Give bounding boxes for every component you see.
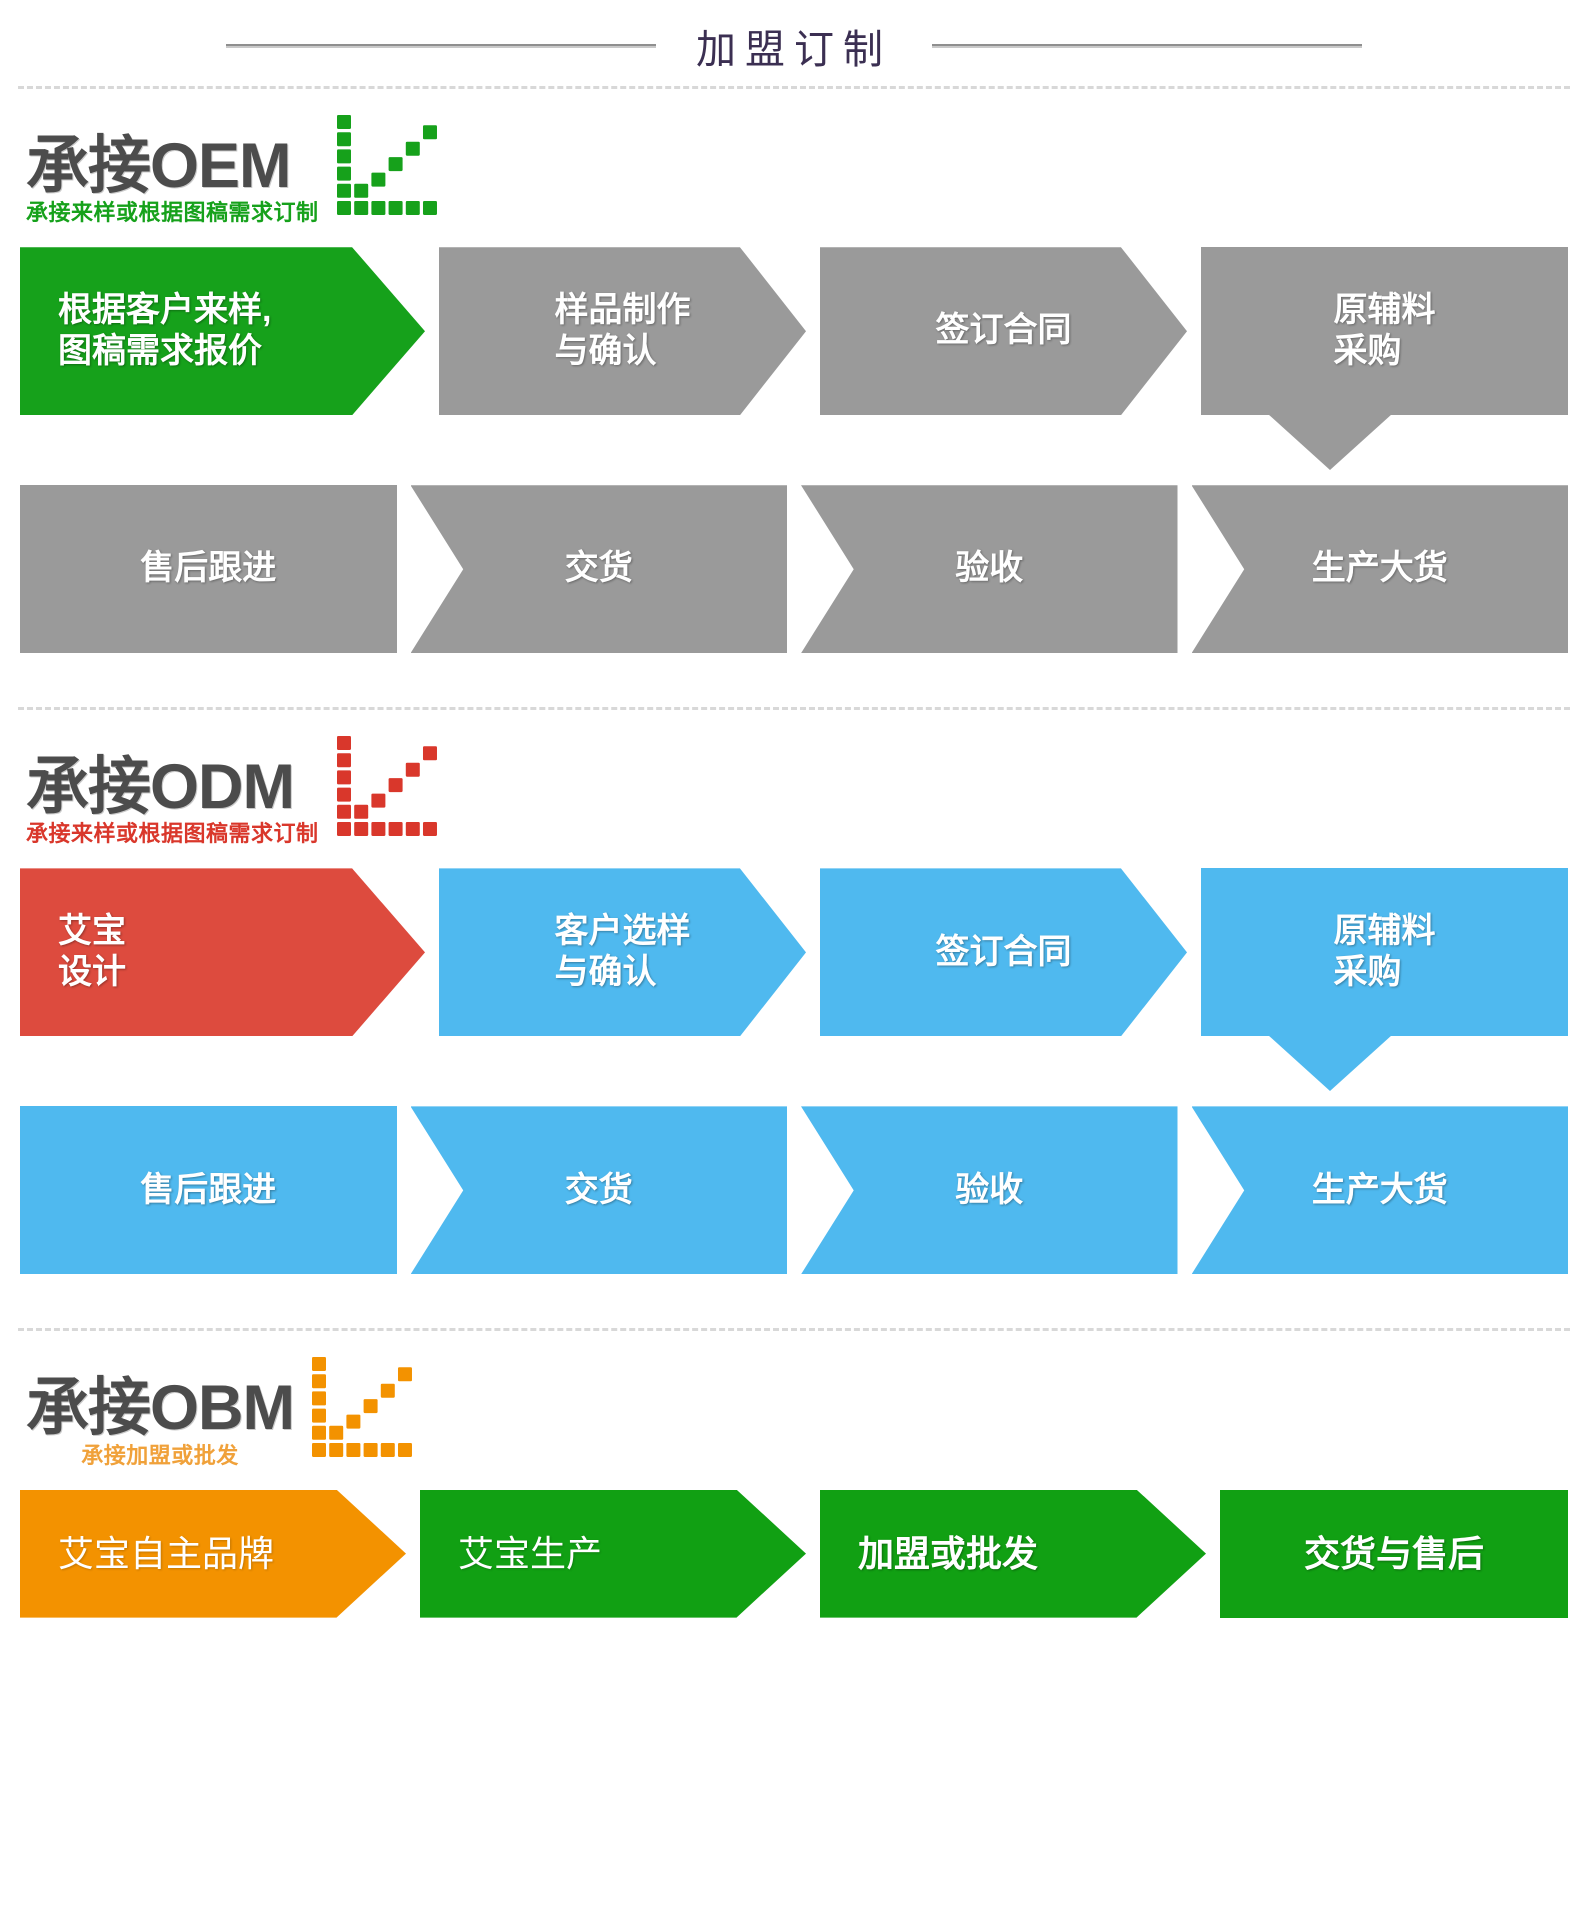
section-spacer xyxy=(0,1274,1588,1314)
staircase-chart-icon xyxy=(336,736,440,844)
flow-step-4[interactable]: 生产大货 xyxy=(1191,485,1568,654)
flow-step-label: 生产大货 xyxy=(1311,549,1448,588)
flow-row-2-oem: 售后跟进 交货 验收 生产大货 xyxy=(0,485,1588,654)
flow-step-3[interactable]: 验收 xyxy=(801,1106,1178,1275)
logo-subtitle: 承接来样或根据图稿需求订制 xyxy=(26,200,319,226)
flow-step-1[interactable]: 售后跟进 xyxy=(20,1106,397,1275)
section-spacer xyxy=(0,1618,1588,1658)
staircase-chart-icon xyxy=(336,115,440,223)
flow-step-1[interactable]: 艾宝 设计 xyxy=(20,868,425,1037)
flow-row-1-obm: 艾宝自主品牌 艾宝生产 加盟或批发 交货与售后 xyxy=(0,1489,1588,1618)
flow-step-2[interactable]: 交货 xyxy=(410,485,787,654)
flow-step-3[interactable]: 加盟或批发 xyxy=(820,1489,1206,1618)
logo-subtitle: 承接加盟或批发 xyxy=(81,1442,239,1468)
flow-step-label: 加盟或批发 xyxy=(858,1532,1039,1574)
flow-connector-arrow-down xyxy=(1268,1035,1392,1092)
logo-subtitle: 承接来样或根据图稿需求订制 xyxy=(26,821,319,847)
staircase-chart-icon xyxy=(311,1357,415,1465)
flow-step-label: 样品制作 与确认 xyxy=(554,290,691,371)
logo-title: 承接ODM xyxy=(26,752,295,823)
flow-step-2[interactable]: 样品制作 与确认 xyxy=(439,247,806,416)
flow-step-1[interactable]: 根据客户来样, 图稿需求报价 xyxy=(20,247,425,416)
flow-step-label: 交货 xyxy=(564,1170,633,1209)
flow-step-label: 根据客户来样, 图稿需求报价 xyxy=(58,290,272,371)
header-rule-left xyxy=(226,44,656,48)
flow-step-3[interactable]: 验收 xyxy=(801,485,1178,654)
flow-step-2[interactable]: 交货 xyxy=(410,1106,787,1275)
flow-step-4[interactable]: 交货与售后 xyxy=(1220,1489,1568,1618)
flow-step-2[interactable]: 客户选样 与确认 xyxy=(439,868,806,1037)
header-rule-right xyxy=(932,44,1362,48)
flow-step-label: 生产大货 xyxy=(1311,1170,1448,1209)
flow-step-label: 签订合同 xyxy=(935,932,1072,971)
flow-step-label: 验收 xyxy=(955,549,1024,588)
flow-row-1-oem: 根据客户来样, 图稿需求报价 样品制作 与确认 签订合同 原辅料 采购 xyxy=(0,247,1588,416)
flow-step-label: 艾宝生产 xyxy=(458,1532,603,1574)
flow-step-3[interactable]: 签订合同 xyxy=(820,868,1187,1037)
flow-row-1-odm: 艾宝 设计 客户选样 与确认 签订合同 原辅料 采购 xyxy=(0,868,1588,1037)
flow-step-label: 交货与售后 xyxy=(1303,1532,1484,1574)
logo-title: 承接OEM xyxy=(26,130,292,201)
flow-step-4[interactable]: 原辅料 采购 xyxy=(1201,247,1568,416)
flow-connector-arrow-down xyxy=(1268,414,1392,471)
flow-step-label: 验收 xyxy=(955,1170,1024,1209)
flow-step-label: 售后跟进 xyxy=(140,1170,277,1209)
flow-step-3[interactable]: 签订合同 xyxy=(820,247,1187,416)
flow-step-2[interactable]: 艾宝生产 xyxy=(420,1489,806,1618)
page-title: 加盟订制 xyxy=(696,27,892,73)
flow-step-4[interactable]: 生产大货 xyxy=(1191,1106,1568,1275)
flow-step-label: 客户选样 与确认 xyxy=(554,911,691,992)
flow-step-label: 艾宝自主品牌 xyxy=(58,1532,275,1574)
flow-row-2-odm: 售后跟进 交货 验收 生产大货 xyxy=(0,1106,1588,1275)
flow-step-label: 原辅料 采购 xyxy=(1333,290,1436,371)
flow-step-label: 艾宝 设计 xyxy=(58,911,126,992)
flow-step-label: 签订合同 xyxy=(935,311,1072,350)
header-dashed-separator xyxy=(18,86,1570,89)
section-spacer xyxy=(0,653,1588,693)
flow-step-label: 原辅料 采购 xyxy=(1333,911,1436,992)
section-dashed-separator xyxy=(18,707,1570,711)
logo-title: 承接OBM xyxy=(26,1373,295,1444)
flow-step-label: 售后跟进 xyxy=(140,549,277,588)
flow-step-4[interactable]: 原辅料 采购 xyxy=(1201,868,1568,1037)
section-dashed-separator xyxy=(18,1328,1570,1332)
flow-step-1[interactable]: 艾宝自主品牌 xyxy=(20,1489,406,1618)
page-header: 加盟订制 xyxy=(0,0,1588,73)
flow-step-label: 交货 xyxy=(564,549,633,588)
flow-step-1[interactable]: 售后跟进 xyxy=(20,485,397,654)
